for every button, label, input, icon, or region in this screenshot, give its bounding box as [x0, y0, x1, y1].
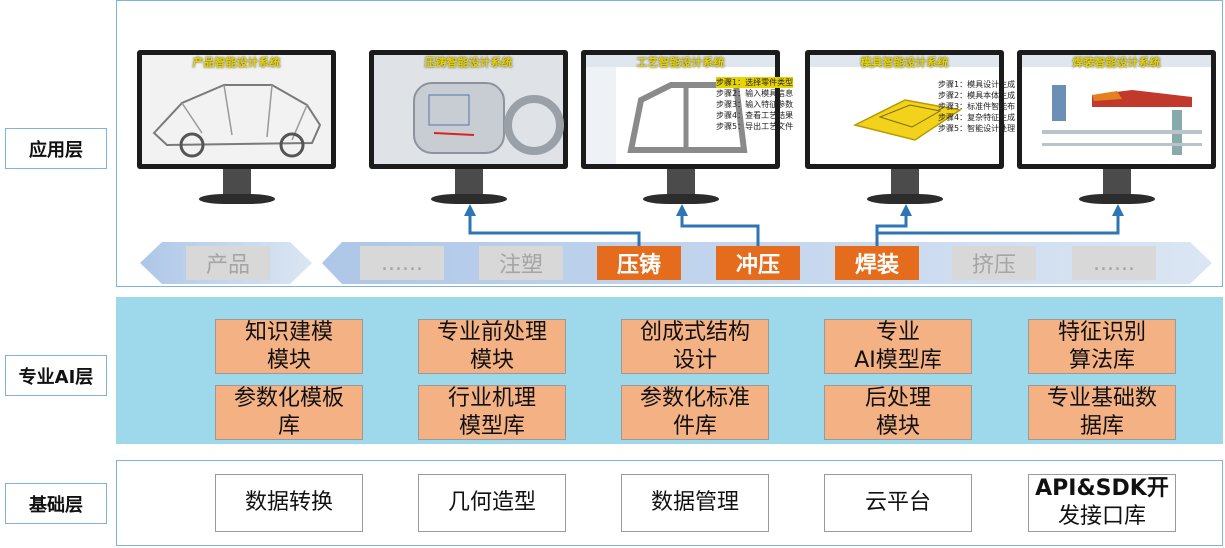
process-step: 步骤1：模具设计生成	[938, 80, 1016, 89]
die-casting-part-icon	[413, 82, 564, 155]
foundation-module: 云平台	[824, 474, 972, 532]
process-item-highlight: 焊装	[835, 246, 919, 280]
process-product: 产品	[186, 246, 270, 280]
foundation-module: API&SDK开发接口库	[1028, 474, 1176, 532]
foundation-module: 数据管理	[621, 474, 769, 532]
layer-label-ai: 专业AI层	[5, 355, 107, 396]
monitor-mold-design: 步骤1：模具设计生成 步骤2：模具本体生成 步骤3：标准件智能布 步骤4：复杂特…	[805, 50, 1015, 205]
ai-module: 创成式结构设计	[621, 319, 769, 374]
ai-module: 知识建模模块	[215, 319, 363, 374]
monitor-title: 产品智能设计系统	[192, 56, 281, 69]
ai-module: 特征识别算法库	[1028, 319, 1176, 374]
ai-module: 专业基础数据库	[1028, 385, 1176, 440]
process-item-highlight: 冲压	[716, 246, 800, 280]
welding-line-icon	[1042, 85, 1202, 155]
monitor-welding-design: 焊装智能设计系统	[1017, 50, 1216, 205]
car-body-icon	[152, 84, 322, 158]
layer-label-application: 应用层	[5, 128, 107, 169]
foundation-module: 数据转换	[215, 474, 363, 532]
ai-module: 专业前处理模块	[418, 319, 566, 374]
ai-module: 行业机理模型库	[418, 385, 566, 440]
process-item: 注塑	[479, 246, 563, 280]
monitor-die-casting: 压铸智能设计系统	[369, 50, 568, 205]
process-step: 步骤2：模具本体生成	[938, 91, 1016, 100]
ai-module: 参数化标准件库	[621, 385, 769, 440]
process-step: 步骤3：输入特征参数	[716, 100, 794, 109]
process-step: 步骤3：标准件智能布	[938, 102, 1016, 111]
monitor-title: 工艺智能设计系统	[636, 56, 725, 69]
process-step: 步骤4：查看工艺结果	[716, 111, 794, 120]
process-item-highlight: 压铸	[597, 246, 681, 280]
process-step: 步骤4：复杂特征生成	[938, 113, 1016, 122]
mold-part-icon	[852, 99, 962, 141]
foundation-module: 几何造型	[418, 474, 566, 532]
monitor-title: 模具智能设计系统	[860, 56, 949, 69]
process-item: ......	[360, 246, 444, 280]
side-panel-part-icon	[627, 82, 748, 153]
monitor-title: 压铸智能设计系统	[424, 56, 513, 69]
layer-label-foundation: 基础层	[5, 483, 107, 524]
process-step: 步骤5：导出工艺文件	[716, 122, 794, 131]
ai-module: 后处理模块	[824, 385, 972, 440]
process-item: ......	[1072, 246, 1156, 280]
process-step: 步骤1：选择零件类型	[716, 77, 794, 88]
process-step: 步骤2：输入模具信息	[716, 89, 794, 98]
ai-module: 参数化模板库	[215, 385, 363, 440]
process-item: 挤压	[952, 246, 1036, 280]
connector-arrows	[464, 204, 1124, 246]
monitor-process-design: 步骤1：选择零件类型 步骤2：输入模具信息 步骤3：输入特征参数 步骤4：查看工…	[581, 50, 794, 205]
process-step: 步骤5：智能设计处理	[938, 124, 1016, 133]
monitor-title: 焊装智能设计系统	[1072, 56, 1161, 69]
monitor-product-design: 产品智能设计系统	[137, 50, 336, 205]
